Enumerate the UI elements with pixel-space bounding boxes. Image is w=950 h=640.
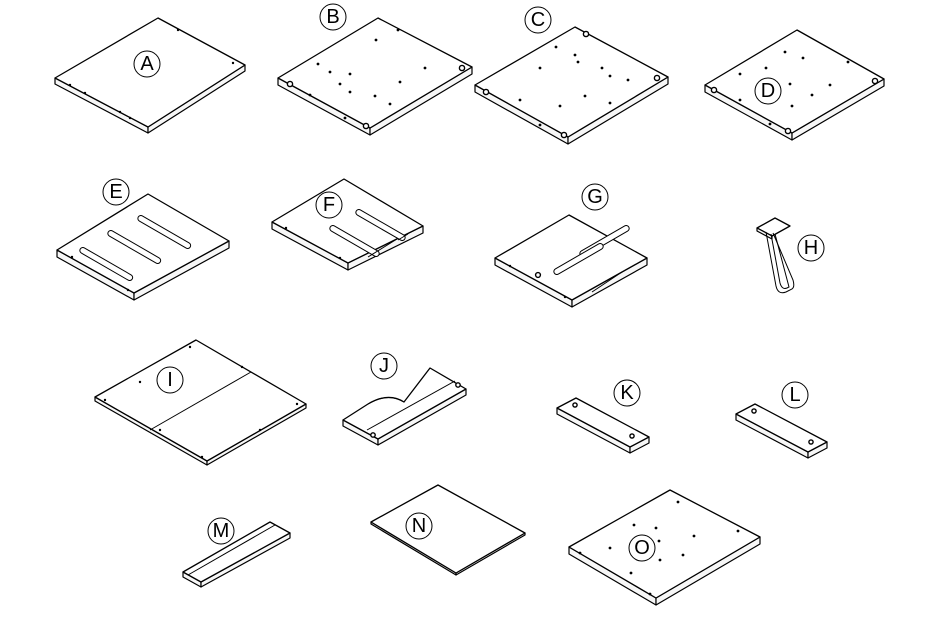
part-h [757,218,794,293]
callout-g-label: G [587,186,603,208]
callout-m-label: M [213,520,230,542]
part-c [475,27,668,144]
part-d [705,30,884,140]
callout-h: H [798,235,824,261]
callout-i-label: I [167,369,173,391]
callout-k: K [614,380,640,406]
callout-g: G [582,184,608,210]
callout-j-label: J [379,355,389,377]
part-e [57,194,229,300]
part-b [278,18,472,135]
callout-a: A [134,51,160,77]
part-j [343,368,466,445]
part-g [495,215,647,307]
callout-n: N [406,513,432,539]
callout-f: F [316,192,342,218]
callout-l: L [782,382,808,408]
part-m [183,522,290,587]
callout-j: J [371,353,397,379]
callout-h-label: H [804,237,818,259]
callout-o-label: O [634,537,650,559]
callout-k-label: K [620,382,634,404]
callout-a-label: A [140,53,154,75]
callout-i: I [157,367,183,393]
callout-b: B [320,4,346,30]
part-o [569,490,760,605]
part-k [557,398,649,453]
callout-f-label: F [323,194,335,216]
part-l [736,404,827,458]
callout-l-label: L [789,384,800,406]
callout-n-label: N [412,515,426,537]
callout-c: C [525,7,551,33]
callout-d-label: D [761,80,775,102]
part-f [272,179,423,270]
callout-b-label: B [326,6,339,28]
callout-d: D [755,78,781,104]
callout-e: E [103,179,129,205]
callout-c-label: C [531,9,545,31]
callout-o: O [629,535,655,561]
callout-e-label: E [109,181,122,203]
part-n [371,485,525,575]
part-i [95,340,306,465]
callout-m: M [208,518,234,544]
